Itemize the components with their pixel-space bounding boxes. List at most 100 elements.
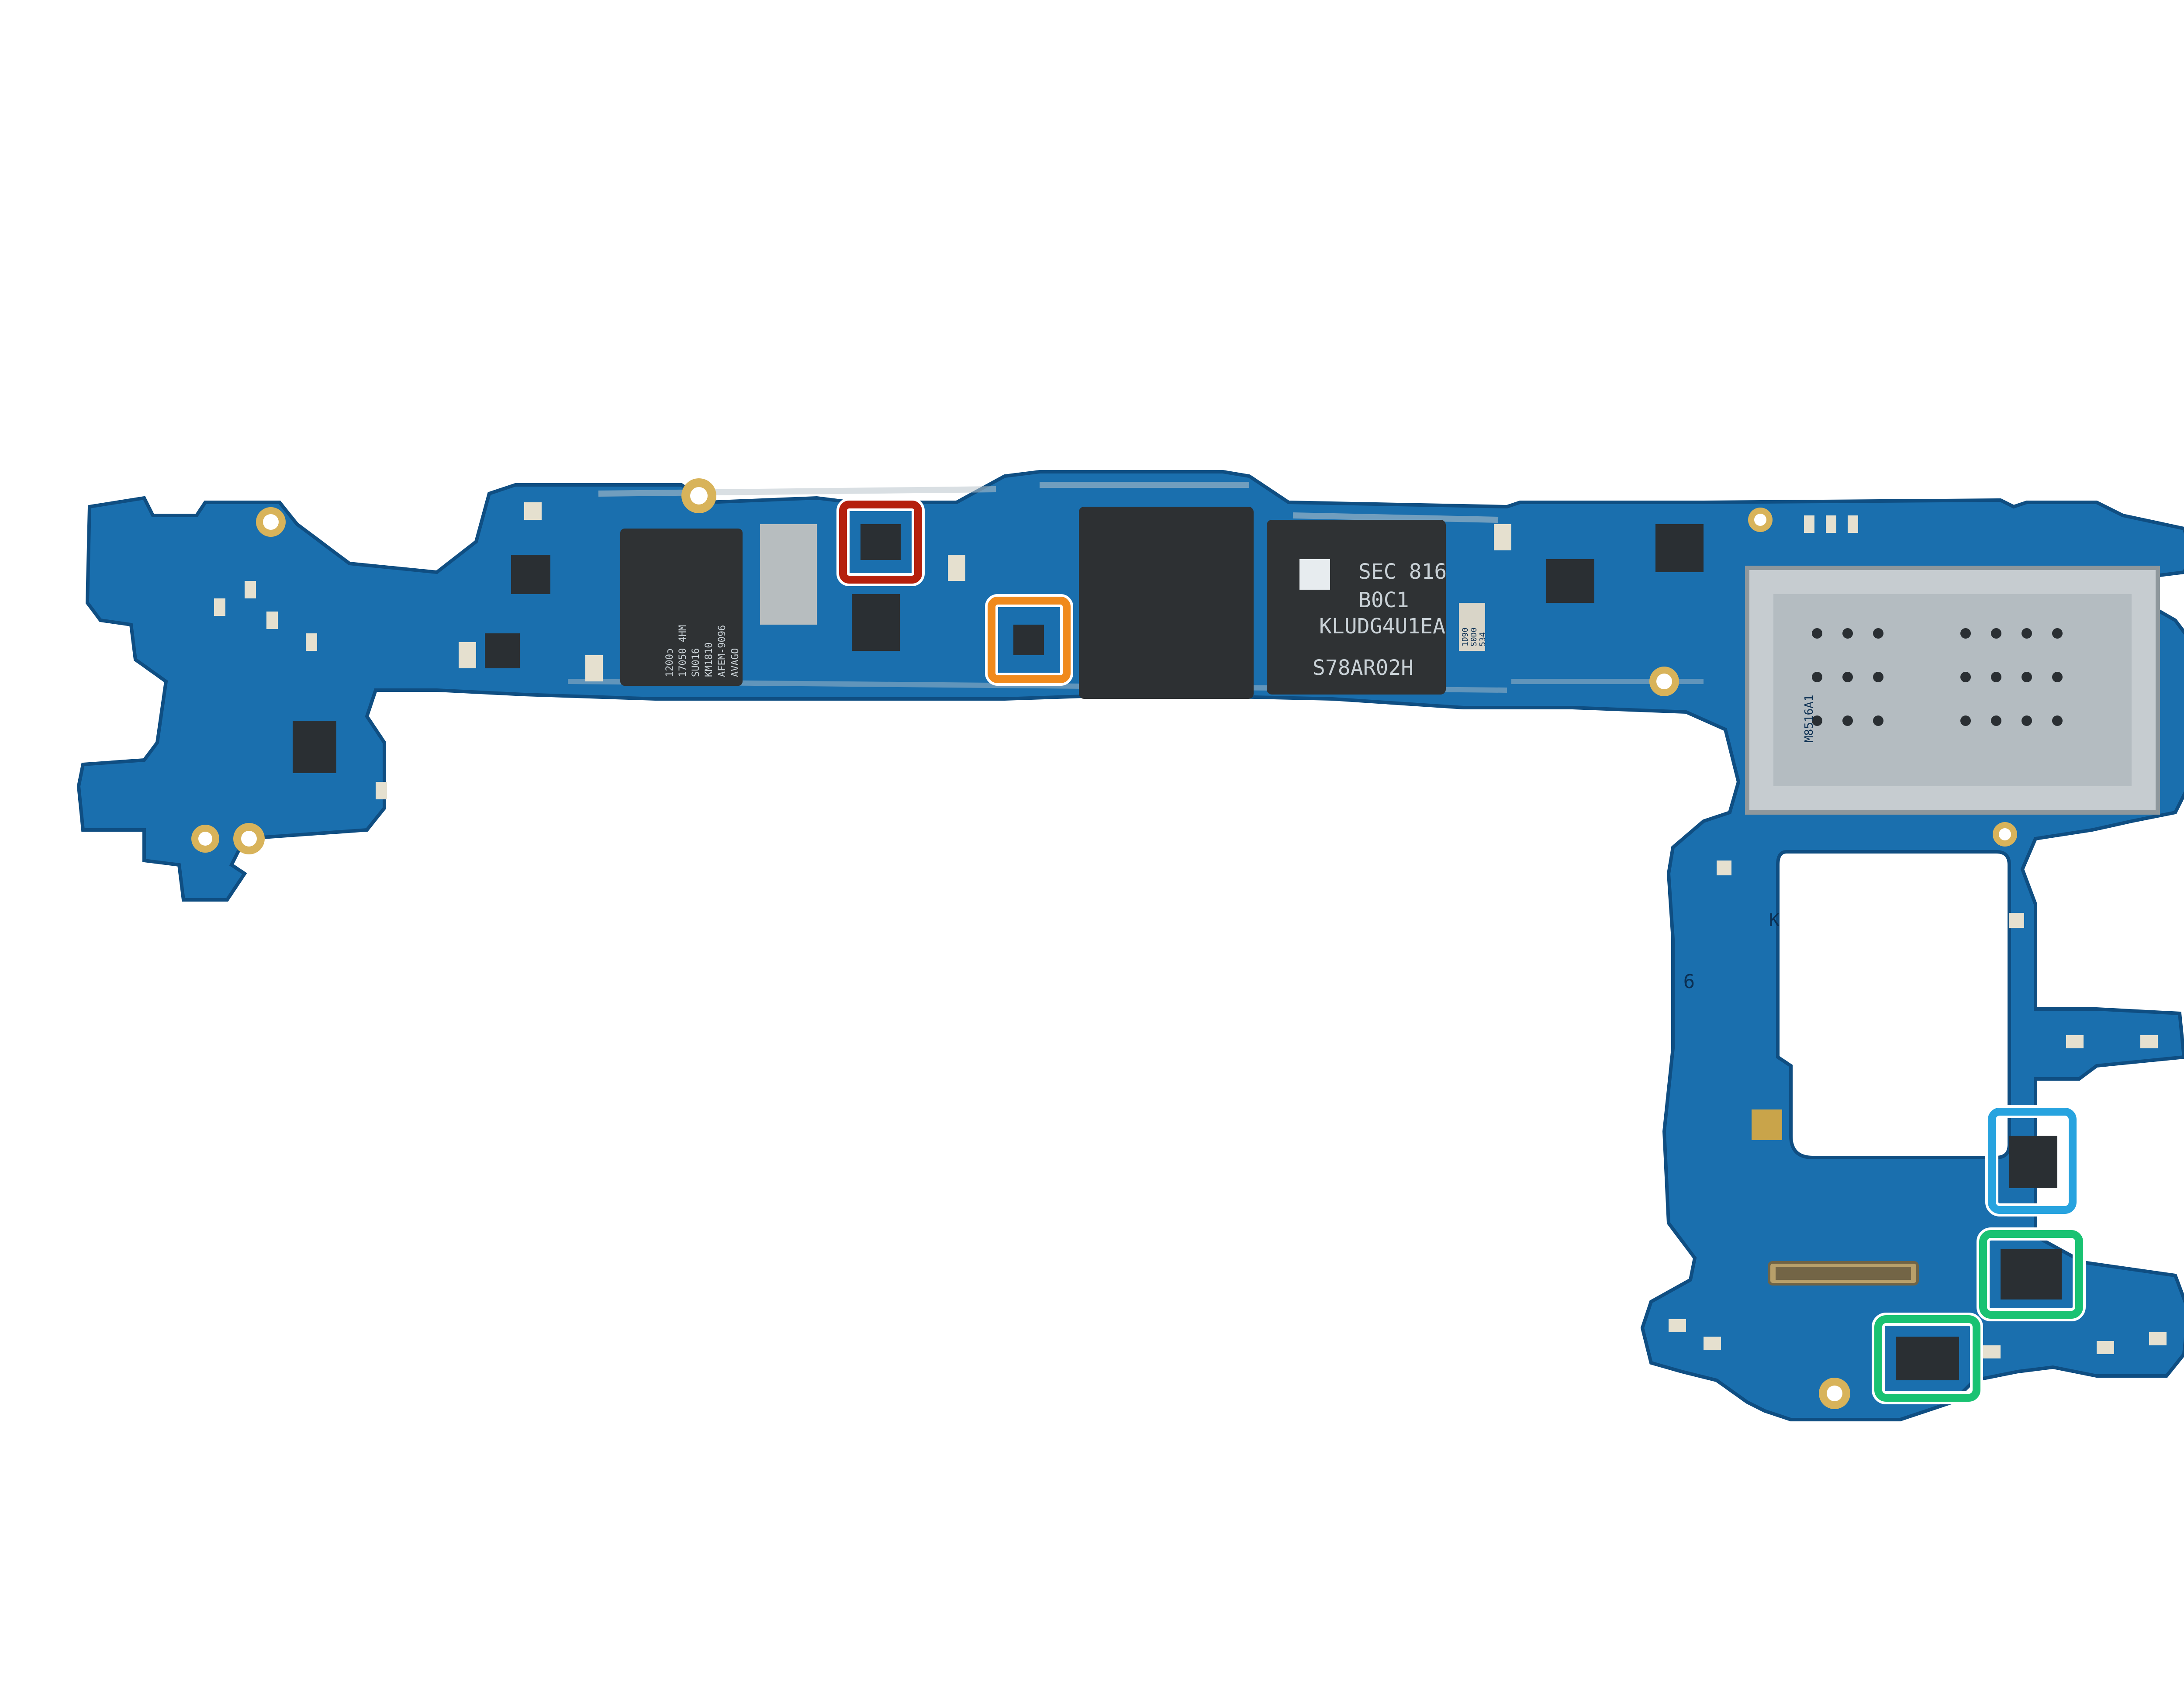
mounting-holes	[191, 478, 2017, 1409]
avago-chip: AVAGO AFEM-9096 KM1810 SU016 17050 4HM 1…	[620, 529, 743, 686]
samsung-line-2: B0C1	[1358, 588, 1409, 612]
smd-part	[1704, 1337, 1721, 1350]
sim-contact	[1873, 715, 1883, 726]
smd-part	[1983, 1345, 2001, 1358]
highlight-green-upper-box	[1979, 1230, 2083, 1319]
samsung-line-3: KLUDG4U1EA	[1319, 614, 1445, 639]
sim-contact	[1960, 715, 1971, 726]
avago-line-1: AVAGO	[730, 648, 741, 677]
qr-code	[1299, 559, 1330, 590]
small-ic-right-body	[1459, 603, 1485, 651]
sim-contact	[1960, 628, 1971, 639]
small-ic	[1546, 559, 1594, 603]
sim-contact	[1812, 672, 1822, 682]
silkscreen-k: K	[1769, 910, 1780, 930]
sim-contact	[2022, 672, 2032, 682]
small-ic	[293, 721, 336, 773]
avago-line-2: AFEM-9096	[717, 625, 728, 677]
sim-contact	[2052, 715, 2063, 726]
soc-chip	[1079, 507, 1254, 699]
sim-contact	[1842, 715, 1853, 726]
sim-contacts	[1812, 628, 2063, 726]
small-ic-line-3: 534	[1478, 632, 1487, 646]
small-ic-line-1: 1D90	[1461, 628, 1470, 646]
smd-part	[2140, 1035, 2158, 1048]
smd-components	[214, 502, 2167, 1358]
metal-shield	[760, 524, 817, 625]
sim-contact	[1812, 715, 1822, 726]
avago-chip-body	[620, 529, 743, 686]
smd-part	[2097, 1341, 2114, 1354]
smd-part	[245, 581, 256, 598]
highlight-red-box	[839, 501, 922, 584]
sim-tray-inner	[1773, 594, 2132, 786]
board-outline	[76, 470, 2184, 1421]
avago-line-4: SU016	[691, 648, 702, 677]
smd-part	[1848, 515, 1858, 533]
avago-line-3: KM1810	[704, 643, 715, 677]
smd-part	[1826, 515, 1836, 533]
sim-contact	[2022, 715, 2032, 726]
board-connector-pins	[1776, 1267, 1911, 1280]
smd-part	[2149, 1332, 2167, 1345]
smd-part	[1669, 1319, 1686, 1332]
sim-contact	[2052, 628, 2063, 639]
mounting-hole	[690, 487, 708, 505]
smd-part	[524, 502, 542, 520]
smd-part	[459, 642, 476, 668]
small-ic	[485, 633, 520, 668]
mounting-hole	[263, 514, 279, 530]
sim-contact	[1991, 628, 2001, 639]
highlight-blue-box	[1988, 1108, 2077, 1214]
highlight-orange-box	[988, 597, 1071, 683]
highlight-blue	[1985, 1105, 2079, 1217]
samsung-storage-chip: SEC 816 B0C1 KLUDG4U1EA S78AR02H	[1267, 520, 1447, 695]
sim-contact	[1873, 672, 1883, 682]
highlighted-ic	[1013, 625, 1044, 655]
smd-part	[1717, 861, 1731, 875]
highlight-red	[836, 498, 925, 586]
sim-contact	[1873, 628, 1883, 639]
highlight-orange	[985, 594, 1073, 686]
mounting-hole	[1827, 1386, 1842, 1401]
board-cutout	[1776, 850, 2011, 1159]
small-ics-left	[293, 524, 1704, 773]
smd-part	[2009, 913, 2024, 928]
smd-part	[585, 655, 603, 681]
mounting-hole	[1656, 674, 1672, 689]
sim-contact	[2022, 628, 2032, 639]
sim-contact	[1991, 715, 2001, 726]
avago-line-5: 17050 4HM	[677, 625, 688, 677]
sim-contact	[1842, 628, 1853, 639]
smd-part	[266, 612, 278, 629]
highlight-green-lower-box	[1874, 1315, 1980, 1402]
sim-tray-label: M8516A1	[1803, 695, 1816, 743]
highlighted-ic	[860, 524, 901, 560]
highlighted-ic	[2009, 1136, 2057, 1188]
small-ic-right: 1D90 S0D0 534	[1459, 603, 1487, 651]
smd-part	[948, 555, 965, 581]
avago-line-6: 1200ɔ	[664, 648, 675, 677]
sim-contact	[1842, 672, 1853, 682]
silkscreen-9: 9	[1683, 969, 1695, 992]
small-ic-line-2: S0D0	[1469, 628, 1479, 646]
smd-part	[2066, 1035, 2084, 1048]
highlighted-ic	[2001, 1249, 2062, 1299]
mounting-hole	[198, 832, 212, 846]
smd-part	[306, 633, 317, 651]
samsung-line-4: S78AR02H	[1313, 656, 1413, 680]
highlighted-ic	[1896, 1337, 1959, 1380]
mounting-hole	[1999, 828, 2011, 840]
highlight-green-upper	[1977, 1227, 2086, 1321]
sim-contact	[1991, 672, 2001, 682]
gold-test-pad	[1752, 1109, 1782, 1140]
samsung-line-1: SEC 816	[1358, 560, 1447, 584]
sim-tray: M8516A1	[1745, 566, 2160, 815]
sim-contact	[2052, 672, 2063, 682]
board-connector	[1768, 1261, 1919, 1286]
sim-contact	[1812, 628, 1822, 639]
mounting-hole	[241, 831, 257, 847]
mounting-hole	[1754, 514, 1766, 526]
highlight-green-lower	[1872, 1313, 1983, 1404]
